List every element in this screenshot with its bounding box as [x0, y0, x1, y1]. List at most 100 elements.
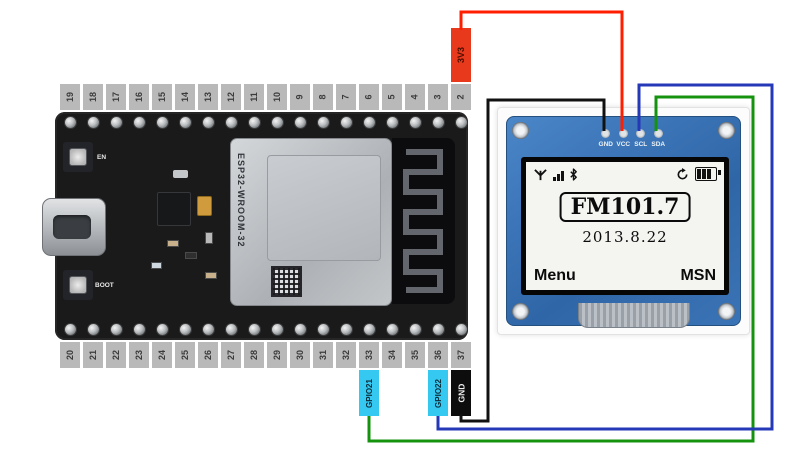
antenna-icon: [534, 169, 547, 181]
mounting-hole: [512, 122, 529, 139]
mounting-hole: [718, 303, 735, 320]
pin-number-bottom: 27: [221, 342, 241, 368]
pin-hole: [156, 324, 168, 335]
antenna-meander-icon: [403, 149, 443, 293]
pin-label-gnd: GND: [451, 370, 471, 416]
pin-hole: [340, 117, 352, 128]
pin-label-gnd-text: GND: [455, 383, 466, 403]
pin-number-bottom: 24: [152, 342, 172, 368]
en-button-cap: [70, 149, 86, 165]
pin-number-bottom: 34: [382, 342, 402, 368]
pin-hole: [248, 324, 260, 335]
en-button: [63, 142, 93, 172]
pin-number-bottom: 33: [359, 342, 379, 368]
pin-hole: [156, 117, 168, 128]
pin-hole: [317, 324, 329, 335]
pin-label-gpio21: GPIO21: [359, 370, 379, 416]
pin-number-top: 3: [428, 84, 448, 110]
pin-hole: [133, 117, 145, 128]
component: [205, 272, 217, 279]
usb-uart-chip: [157, 192, 191, 226]
mounting-hole: [718, 122, 735, 139]
oled-pin-label: GND: [598, 141, 613, 148]
pin-hole: [294, 324, 306, 335]
pin-hole: [64, 117, 76, 128]
pin-number-top: 8: [313, 84, 333, 110]
component: [185, 252, 197, 259]
pin-number-bottom: 26: [198, 342, 218, 368]
pin-number-top: 2: [451, 84, 471, 110]
pin-hole: [363, 117, 375, 128]
pin-number-top: 11: [244, 84, 264, 110]
pin-hole: [386, 324, 398, 335]
mounting-hole: [512, 303, 529, 320]
pin-number-bottom: 21: [83, 342, 103, 368]
pin-hole: [317, 117, 329, 128]
component: [205, 232, 213, 244]
pin-hole: [455, 117, 467, 128]
pin-hole: [179, 117, 191, 128]
oled-pin-pad: [653, 129, 663, 138]
bluetooth-icon: [569, 168, 577, 181]
pin-number-top: 10: [267, 84, 287, 110]
pin-hole: [202, 324, 214, 335]
pin-number-top: 18: [83, 84, 103, 110]
esp32-board: ESP32-WROOM-32 EN BOOT: [42, 112, 468, 340]
battery-icon: [695, 167, 721, 181]
boot-button: [63, 270, 93, 300]
pin-number-bottom: 25: [175, 342, 195, 368]
oled-pin-label: VCC: [616, 141, 631, 148]
en-silk-label: EN: [97, 154, 107, 161]
pin-hole: [87, 324, 99, 335]
signal-bars-icon: [553, 169, 564, 181]
pin-hole: [363, 324, 375, 335]
usb-c-slot: [53, 215, 91, 239]
pin-hole: [110, 324, 122, 335]
pin-hole: [294, 117, 306, 128]
pin-hole: [409, 324, 421, 335]
boot-button-cap: [70, 277, 86, 293]
status-icons-left: [533, 167, 578, 181]
oled-pad-row: [601, 129, 663, 138]
qr-code: [271, 266, 302, 297]
pin-number-bottom: 36: [428, 342, 448, 368]
refresh-icon: [677, 167, 688, 179]
pin-number-bottom: 20: [60, 342, 80, 368]
pin-number-bottom: 30: [290, 342, 310, 368]
pin-number-top: 9: [290, 84, 310, 110]
menu-label: Menu: [534, 267, 576, 284]
pin-number-top: 7: [336, 84, 356, 110]
pin-label-3v3-text: 3V3: [455, 46, 466, 64]
flex-ribbon-connector: [578, 303, 690, 328]
esp32-module-label: ESP32-WROOM-32: [236, 153, 246, 248]
pin-label-gpio22: GPIO22: [428, 370, 448, 416]
pin-hole: [340, 324, 352, 335]
pin-hole: [87, 117, 99, 128]
pin-number-top: 14: [175, 84, 195, 110]
pin-number-bottom: 31: [313, 342, 333, 368]
pcb-antenna: [392, 138, 455, 304]
pin-hole: [409, 117, 421, 128]
pin-number-bottom: 37: [451, 342, 471, 368]
usb-c-connector: [42, 198, 106, 256]
oled-pin-label: SDA: [651, 141, 666, 148]
oled-screen-bezel: FM101.7 2013.8.22 Menu MSN: [521, 157, 729, 295]
pin-number-top: 4: [405, 84, 425, 110]
pin-label-gpio21-text: GPIO21: [364, 378, 374, 408]
pin-hole: [225, 117, 237, 128]
pin-hole: [202, 117, 214, 128]
date-readout: 2013.8.22: [582, 228, 668, 246]
oled-pin-pad: [601, 129, 610, 138]
pin-label-3v3: 3V3: [451, 28, 471, 82]
capacitor: [197, 196, 212, 216]
oscillator: [173, 170, 188, 178]
pin-hole: [64, 324, 76, 335]
status-icons-right: [676, 167, 721, 181]
oled-pin-pad: [618, 129, 628, 138]
pin-hole: [432, 324, 444, 335]
pin-number-bottom: 22: [106, 342, 126, 368]
pin-number-top: 15: [152, 84, 172, 110]
